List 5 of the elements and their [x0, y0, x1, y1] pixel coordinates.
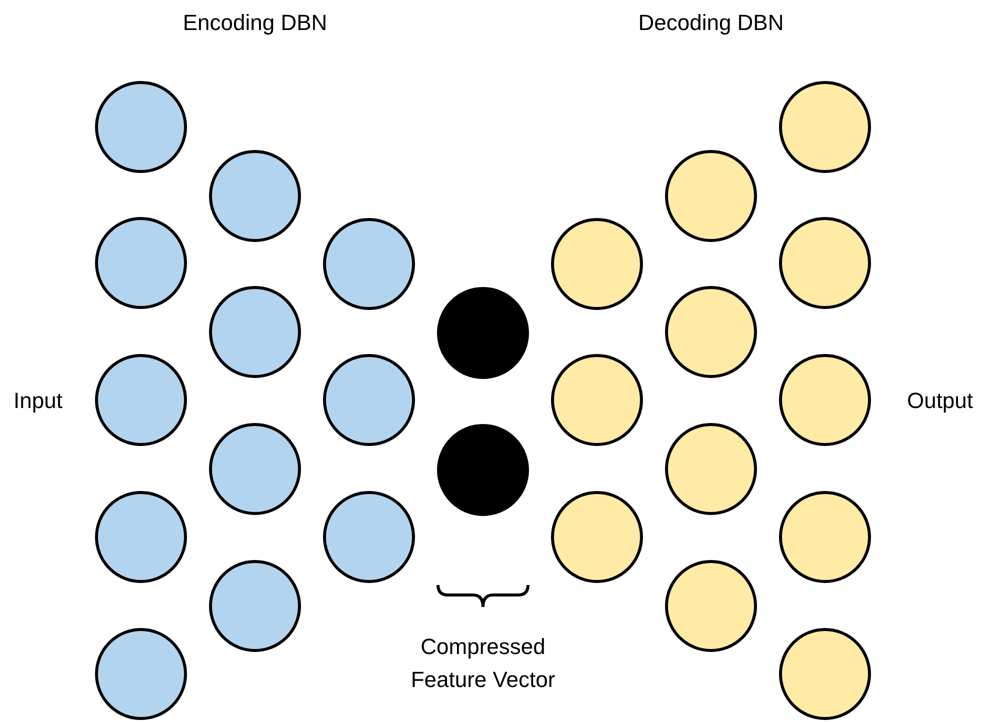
layer-title: Encoding DBN — [182, 9, 328, 37]
input-label: Input — [12, 387, 64, 415]
caption-label: Compressed Feature Vector — [410, 633, 556, 694]
output-label: Output — [906, 387, 974, 415]
layer-title: Decoding DBN — [637, 9, 785, 37]
